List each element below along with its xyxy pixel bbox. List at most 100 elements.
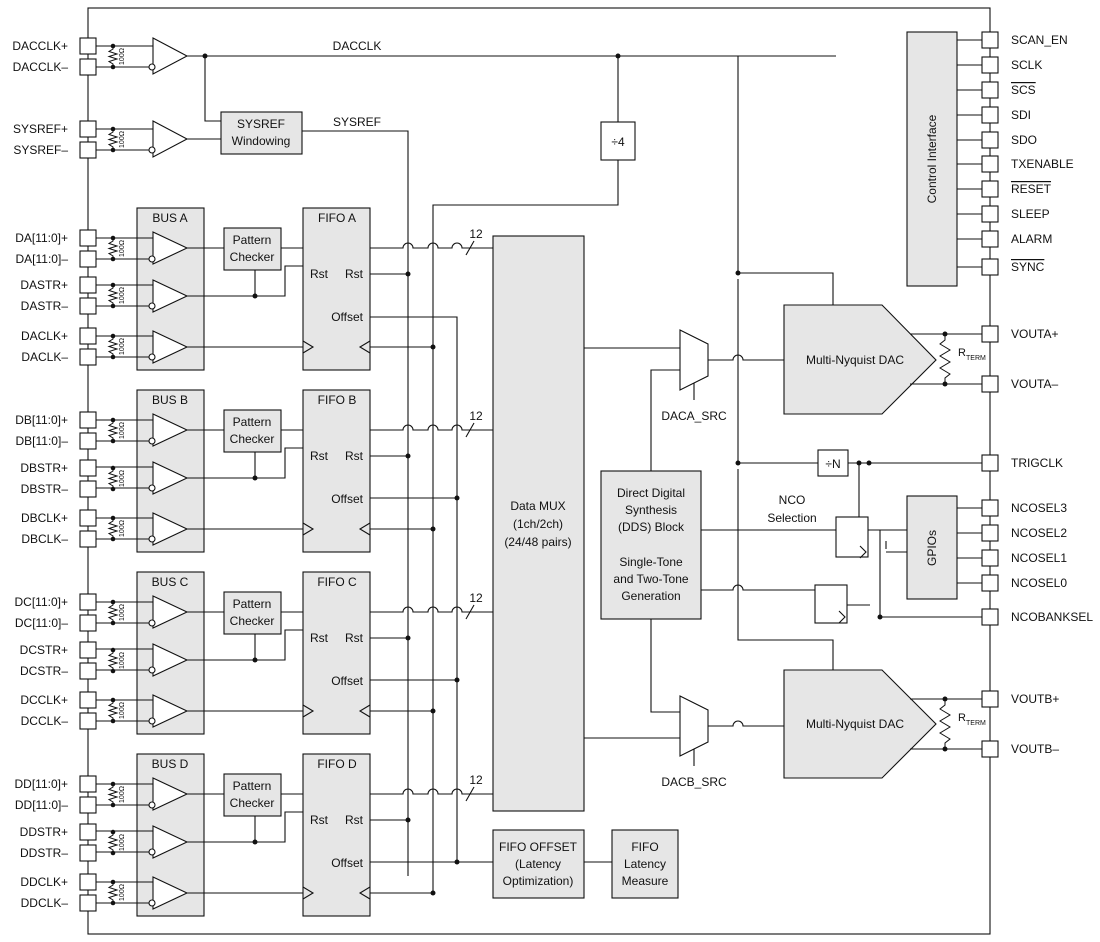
buffer-icon: [152, 413, 189, 447]
gpios-label: GPIOs: [925, 530, 939, 566]
resistor-icon: [939, 699, 951, 749]
bus-width-label: 12: [469, 773, 483, 787]
inverter-bubble: [148, 63, 156, 71]
dac-a-label: Multi-Nyquist DAC: [806, 353, 904, 367]
fifo-rst-left: Rst: [310, 267, 329, 281]
fifo-offset-label: Offset: [331, 674, 363, 688]
divn-block: [817, 449, 849, 477]
pad-icon: [79, 348, 97, 366]
pin-label-voutb-p: VOUTB+: [1011, 692, 1059, 706]
resistor-value-label: 100Ω: [119, 702, 126, 719]
clock-distribution: ÷N: [735, 56, 990, 670]
fifo-rst-left: Rst: [310, 631, 329, 645]
pad-icon: [981, 524, 999, 542]
resistor-icon: [107, 784, 119, 805]
fifo-a-label: FIFO A: [318, 211, 356, 225]
buffer-icon: [152, 694, 189, 728]
pad-icon: [79, 509, 97, 527]
nco-selection: NCO Selection GPIOs: [701, 493, 990, 624]
pin-label-ddclk-n: DDCLK–: [21, 896, 69, 910]
dds-label-2: Synthesis: [625, 503, 677, 517]
fifo-offset-path: FIFO OFFSET (Latency Optimization) FIFO …: [370, 316, 679, 899]
resistor-icon: [107, 46, 119, 67]
dds-label-4: Single-Tone: [619, 555, 683, 569]
fifo-rst-left: Rst: [310, 813, 329, 827]
pin-label-ddclk-p: DDCLK+: [20, 875, 68, 889]
data-mux-block: Data MUX (1ch/2ch) (24/48 pairs): [492, 235, 585, 812]
pin-label-ddstr-p: DDSTR+: [20, 825, 68, 839]
pad-icon: [981, 375, 999, 393]
pin-label-dacclk-p: DACCLK+: [12, 39, 68, 53]
pin-label-dc-p: DC[11:0]+: [15, 595, 68, 609]
pad-icon: [79, 530, 97, 548]
pad-icon: [79, 844, 97, 862]
pin-label-daclk-n: DACLK–: [21, 350, 68, 364]
mux-icon: [679, 695, 709, 757]
pattern-checker-c: [223, 591, 282, 635]
buffer-icon: [152, 231, 189, 265]
pin-label-sync: SYNC: [1011, 260, 1045, 274]
pattern-checker-label-2: Checker: [230, 250, 275, 264]
pad-icon: [981, 549, 999, 567]
control-interface: Control Interface: [906, 31, 990, 287]
resistor-icon: [107, 518, 119, 539]
buffer-icon: [152, 279, 189, 313]
fifo-d-label: FIFO D: [317, 757, 357, 771]
pin-label-ddstr-n: DDSTR–: [20, 846, 68, 860]
daca-src-mux: DACA_SRC: [584, 329, 784, 471]
pin-label-vouta-n: VOUTA–: [1011, 377, 1058, 391]
mux-icon: [679, 329, 709, 391]
resistor-icon: [939, 334, 951, 384]
pad-icon: [79, 641, 97, 659]
pad-icon: [79, 327, 97, 345]
pad-icon: [981, 131, 999, 149]
resistor-icon: [107, 238, 119, 259]
pad-icon: [981, 574, 999, 592]
dacb-src-mux: DACB_SRC: [584, 619, 784, 789]
resistor-icon: [107, 285, 119, 306]
pin-label-db-n: DB[11:0]–: [16, 434, 69, 448]
dac-a: Multi-Nyquist DAC R TERM: [783, 304, 990, 415]
resistor-icon: [107, 832, 119, 853]
left-pins: DACCLK+DACCLK–100ΩSYSREF+SYSREF–100ΩDA[1…: [12, 37, 126, 912]
resistor-icon: [107, 882, 119, 903]
dds-label-3: (DDS) Block: [618, 520, 685, 534]
dds-label-5: and Two-Tone: [613, 572, 688, 586]
div4-label: ÷4: [611, 135, 625, 149]
pad-icon: [79, 37, 97, 55]
fifo-d-block: [302, 753, 371, 917]
dacclk-net-label: DACCLK: [333, 39, 382, 53]
pin-label-vouta-p: VOUTA+: [1011, 327, 1058, 341]
nco-label: NCO: [779, 493, 806, 507]
pin-label-da-p: DA[11:0]+: [15, 231, 68, 245]
fifo-b-label: FIFO B: [318, 393, 357, 407]
buffer-icon: [152, 461, 189, 495]
pin-label-ncosel0: NCOSEL0: [1011, 576, 1067, 590]
rterm-label-b: R: [958, 712, 966, 724]
pad-icon: [79, 796, 97, 814]
pin-label-dbstr-p: DBSTR+: [20, 461, 68, 475]
flip-flop-icon: [835, 516, 869, 558]
buffer-icon: [152, 330, 189, 364]
pattern-checker-label-2: Checker: [230, 796, 275, 810]
pattern-checker-label-2: Checker: [230, 614, 275, 628]
pin-label-trigclk: TRIGCLK: [1011, 456, 1063, 470]
pad-icon: [79, 894, 97, 912]
dacclk-receiver: DACCLK: [96, 37, 836, 75]
pin-label-alarm: ALARM: [1011, 232, 1052, 246]
pad-icon: [981, 180, 999, 198]
divn-label: ÷N: [825, 457, 840, 471]
data-mux-label-2: (1ch/2ch): [513, 517, 563, 531]
fifo-a-block: [302, 207, 371, 371]
pin-label-da-n: DA[11:0]–: [16, 252, 69, 266]
pad-icon: [981, 56, 999, 74]
pin-label-ncosel2: NCOSEL2: [1011, 526, 1067, 540]
pattern-checker-label: Pattern: [233, 233, 272, 247]
sysref-windowing-label: SYSREF: [237, 117, 285, 131]
fifo-latency-label-3: Measure: [622, 874, 669, 888]
buffer-icon: [152, 120, 189, 158]
pin-label-dd-n: DD[11:0]–: [15, 798, 68, 812]
resistor-value-label: 100Ω: [119, 131, 126, 148]
fifo-latency-block: [611, 829, 679, 899]
